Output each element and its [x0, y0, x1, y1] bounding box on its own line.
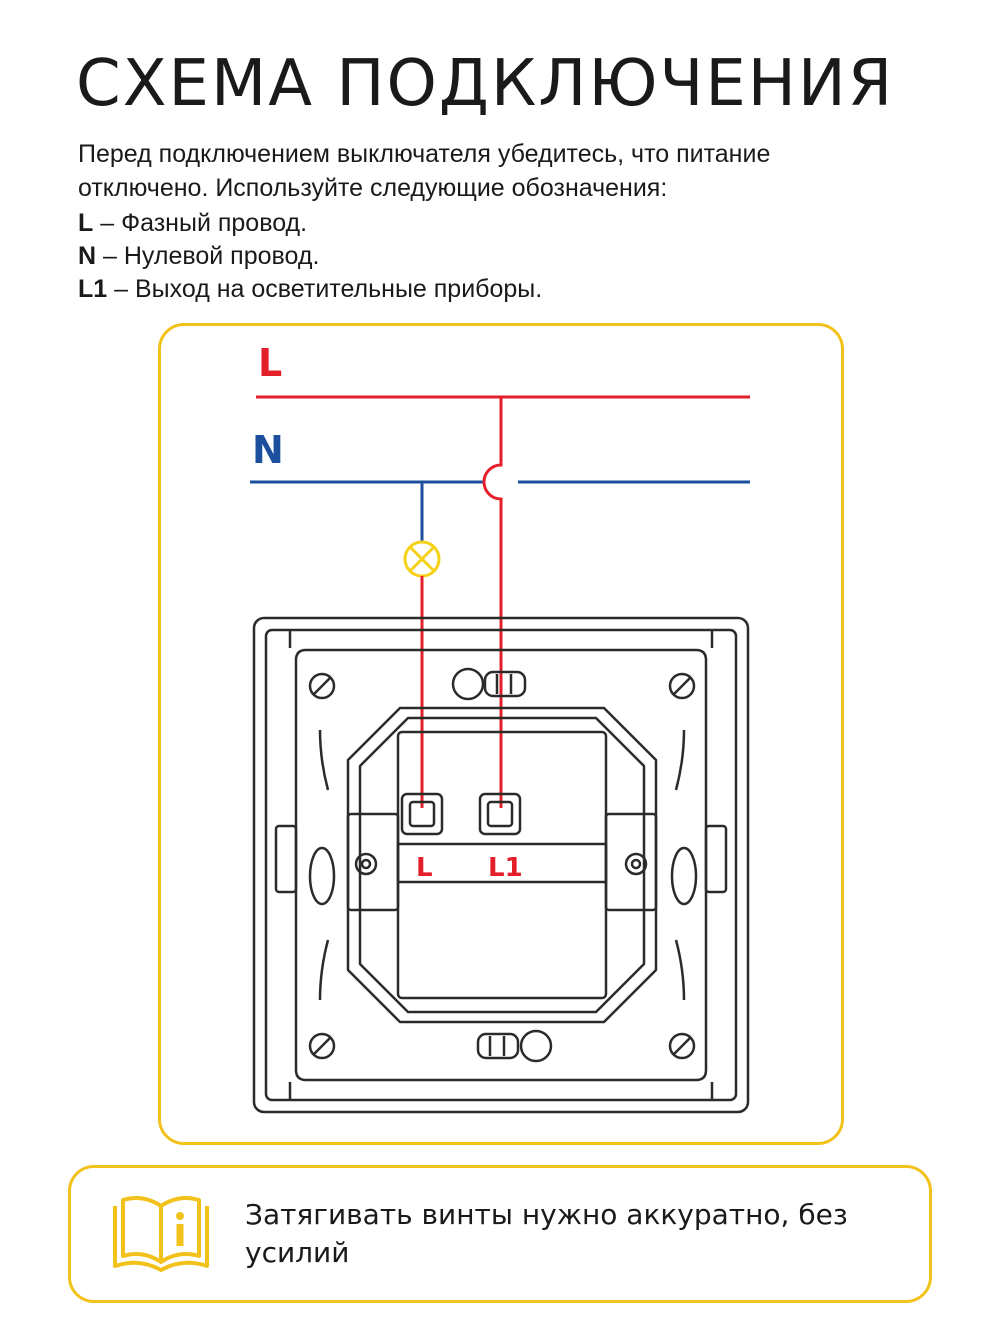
legend-item-n: N – Нулевой провод.: [78, 240, 542, 273]
page-title: СХЕМА ПОДКЛЮЧЕНИЯ: [76, 47, 895, 121]
legend-description: – Выход на осветительные приборы.: [114, 275, 543, 303]
note-text: Затягивать винты нужно аккуратно, без ус…: [245, 1198, 848, 1269]
legend-item-l1: L1 – Выход на осветительные приборы.: [78, 273, 542, 306]
phase-drop-wire: [482, 397, 503, 808]
legend-symbol: L: [78, 209, 94, 237]
legend-item-l: L – Фазный провод.: [78, 207, 542, 240]
legend-description: – Фазный провод.: [100, 209, 308, 237]
legend-symbol: N: [78, 242, 97, 270]
switch-mechanism: [252, 616, 750, 1114]
legend-symbol: L1: [78, 275, 108, 303]
wiring-diagram: L N: [250, 341, 750, 1114]
note-panel: Затягивать винты нужно аккуратно, без ус…: [68, 1165, 932, 1303]
lamp-icon: [403, 540, 441, 578]
legend-description: – Нулевой провод.: [103, 242, 320, 270]
frame-teeth: [288, 630, 714, 1100]
wire-legend: L – Фазный провод. N – Нулевой провод. L…: [78, 207, 542, 306]
terminal-l-label: L: [416, 853, 433, 883]
diagram-frame: [158, 323, 844, 1145]
info-book-icon: [113, 1196, 209, 1272]
line-n-label: N: [252, 428, 284, 472]
terminal-l1-label: L1: [488, 853, 523, 883]
line-l-label: L: [258, 341, 282, 385]
intro-text: Перед подключением выключателя убедитесь…: [78, 140, 771, 202]
